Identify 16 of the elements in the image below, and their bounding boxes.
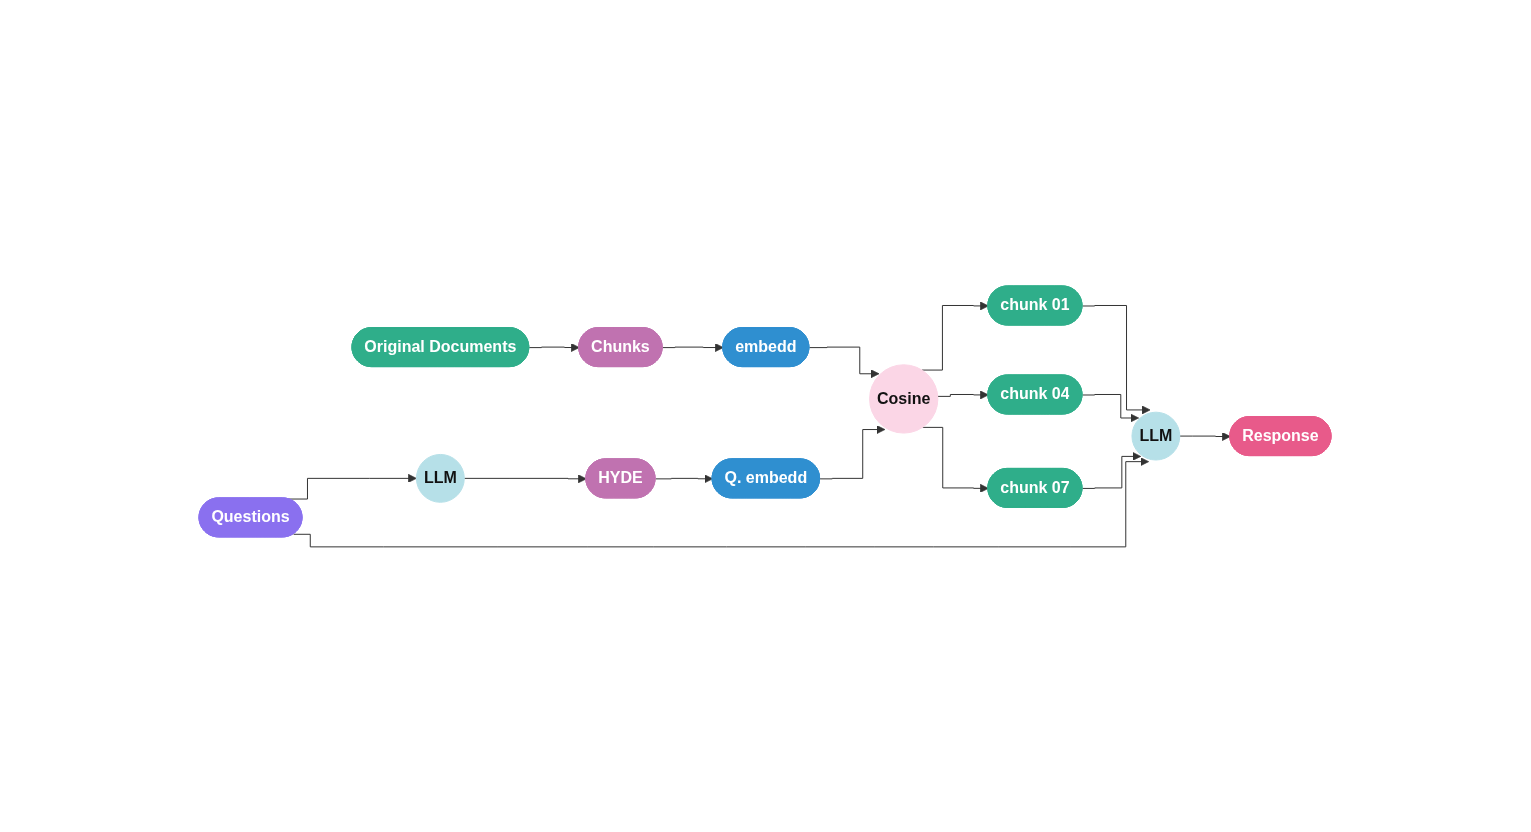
node-circle: LLM — [1131, 411, 1181, 461]
arrow — [529, 342, 581, 352]
arrow — [662, 342, 725, 352]
arrow — [937, 390, 990, 399]
arrow — [809, 346, 880, 378]
arrow — [922, 426, 990, 493]
arrow — [293, 456, 1150, 547]
arrow — [1179, 431, 1232, 441]
arrow — [1082, 304, 1151, 414]
arrow — [820, 424, 886, 479]
arrow — [1082, 393, 1140, 422]
arrow — [655, 473, 714, 483]
arrow — [1082, 451, 1142, 489]
node-circle: LLM — [416, 453, 466, 503]
arrow — [464, 473, 588, 483]
node-circle: Cosine — [869, 363, 939, 434]
